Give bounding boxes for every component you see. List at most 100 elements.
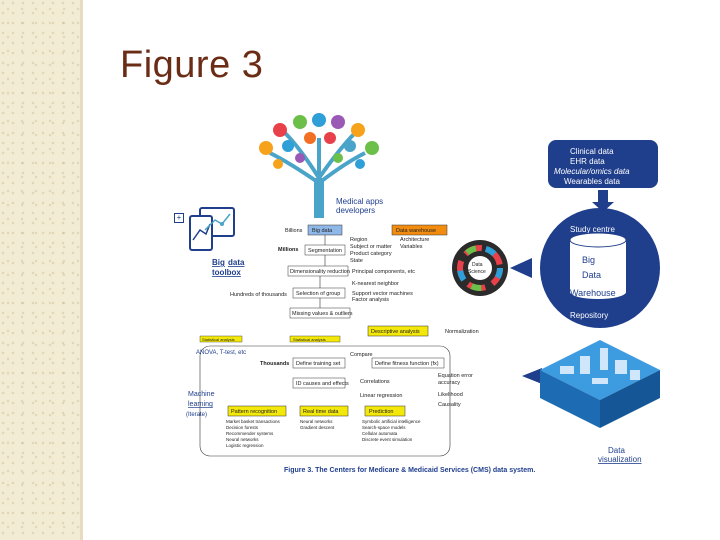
selection-label: Selection of group xyxy=(296,291,340,297)
region-line-2: Subject or matter xyxy=(350,244,392,250)
circuit-board-image xyxy=(540,340,660,428)
warehouse-line-1: Big xyxy=(582,255,595,265)
ml-label-3: (Iterate) xyxy=(186,412,207,418)
svm-line-1: Support vector machines xyxy=(352,291,413,297)
prediction-box xyxy=(364,405,406,417)
slide-title: Figure 3 xyxy=(120,44,264,86)
flow-chart: Billions Big data Data warehouse Million… xyxy=(199,224,479,457)
define-fitness-label: Define fitness function (fx) xyxy=(375,361,439,367)
missing-values-box xyxy=(289,307,351,319)
descriptive-box xyxy=(367,325,429,337)
k-nearest-label: K-nearest neighbor xyxy=(352,281,399,287)
architecture-line-2: Variables xyxy=(400,244,423,250)
database-icon xyxy=(569,232,627,299)
visualization-line-2: visualization xyxy=(598,455,642,464)
pattern-item-3: Recommender systems xyxy=(226,431,274,436)
descriptive-label: Descriptive analysis xyxy=(371,329,420,335)
region-line-3: Product category xyxy=(350,251,392,257)
data-warehouse-label: Data warehouse xyxy=(396,228,436,234)
process-region xyxy=(199,345,451,457)
linear-regression-label: Linear regression xyxy=(360,393,403,399)
pattern-recognition-box xyxy=(227,405,287,417)
cms-data-system-figure: Medical apps developers Big data toolbox… xyxy=(160,108,660,488)
prediction-item-4: Discrete event simulation xyxy=(362,437,413,442)
pattern-recognition-label: Pattern recognition xyxy=(231,409,277,415)
visualization-line-1: Data xyxy=(608,446,625,455)
arrow-to-repository-icon xyxy=(510,258,532,278)
toolbox-label-3: toolbox xyxy=(212,268,241,277)
realtime-item-1: Neural networks xyxy=(300,419,333,424)
prediction-item-2: Search-space models xyxy=(362,425,406,430)
left-yellow-box xyxy=(199,335,243,343)
selection-box xyxy=(292,287,346,299)
medical-apps-label-1: Medical apps xyxy=(336,197,383,206)
source-ehr: EHR data xyxy=(570,157,605,166)
sources-panel xyxy=(548,140,658,188)
figure-caption: Figure 3. The Centers for Medicare & Med… xyxy=(284,467,536,474)
thousands-label: Thousands xyxy=(260,361,289,367)
left-yellow-label: Statistical analysis xyxy=(202,337,235,342)
source-wearables: Wearables data xyxy=(564,177,620,186)
ml-label-1: Machine xyxy=(188,391,215,398)
millions-label: Millions xyxy=(278,247,298,253)
big-data-label: Big data xyxy=(312,228,333,234)
sidebar-divider xyxy=(80,0,83,540)
hundreds-label: Hundreds of thousands xyxy=(230,292,287,298)
id-causes-box xyxy=(292,377,346,389)
warehouse-line-2: Data xyxy=(582,270,601,280)
svm-line-2: Factor analysis xyxy=(352,297,389,303)
define-training-label: Define training set xyxy=(296,361,341,367)
mid-yellow-label: Statistical analysis xyxy=(293,337,326,342)
tree-illustration xyxy=(259,113,379,218)
realtime-label: Real time data xyxy=(303,409,339,415)
prediction-label: Prediction xyxy=(369,409,393,415)
eq-right-1: Equation error xyxy=(438,373,473,379)
toolbox-label-1: Big xyxy=(212,258,225,267)
ml-label-2: learning xyxy=(188,401,213,408)
dimensionality-box xyxy=(287,265,349,277)
toolbox-label-2: data xyxy=(228,258,245,267)
source-clinical: Clinical data xyxy=(570,147,614,156)
billions-label: Billions xyxy=(285,228,303,234)
region-line-4: State xyxy=(350,258,363,264)
wheel-label-1: Data xyxy=(472,262,483,268)
prediction-item-1: Symbolic artificial intelligence xyxy=(362,419,421,424)
decorative-sidebar xyxy=(0,0,80,540)
repository-label: Repository xyxy=(570,311,608,320)
figure-svg: Medical apps developers Big data toolbox… xyxy=(186,113,660,464)
realtime-item-2: Gradient descent xyxy=(300,425,335,430)
segmentation-label: Segmentation xyxy=(308,248,342,254)
principal-label: Principal components, etc xyxy=(352,269,415,275)
dimensionality-label: Dimensionality reduction xyxy=(290,269,350,275)
define-training-box xyxy=(292,357,346,369)
realtime-box xyxy=(299,405,349,417)
compare-label: Compare xyxy=(350,352,373,358)
expand-icon[interactable]: + xyxy=(174,213,184,223)
architecture-line-1: Architecture xyxy=(400,237,429,243)
source-omics: Molecular/omics data xyxy=(554,167,630,176)
prediction-item-3: Cellular automata xyxy=(362,431,398,436)
normalization-label: Normalization xyxy=(445,329,479,335)
eq-right-3: Likelihood xyxy=(438,392,463,398)
wheel-label-2: Science xyxy=(468,269,486,275)
medical-apps-label-2: developers xyxy=(336,206,375,215)
region-line-1: Region xyxy=(350,237,367,243)
id-causes-label: ID causes and effects xyxy=(296,381,349,387)
data-warehouse-box xyxy=(391,224,448,236)
anova-label: ANOVA, T-test, etc xyxy=(196,350,246,356)
pattern-item-2: Decision forests xyxy=(226,425,259,430)
correlations-label: Correlations xyxy=(360,379,390,385)
eq-right-2: accuracy xyxy=(438,380,460,386)
down-arrow-icon xyxy=(592,190,614,212)
study-centre-label: Study centre xyxy=(570,225,615,234)
mid-yellow-box xyxy=(289,335,341,343)
pattern-item-1: Market basket transactions xyxy=(226,419,281,424)
warehouse-line-3: Warehouse xyxy=(570,288,616,298)
arrow-to-visualization-icon xyxy=(522,368,542,384)
define-fitness-box xyxy=(371,357,445,369)
toolbox-icon xyxy=(189,207,235,251)
missing-values-label: Missing values & outliers xyxy=(292,311,353,317)
data-science-wheel xyxy=(452,240,508,296)
pattern-item-5: Logistic regression xyxy=(226,443,264,448)
pattern-item-4: Neural networks xyxy=(226,437,259,442)
